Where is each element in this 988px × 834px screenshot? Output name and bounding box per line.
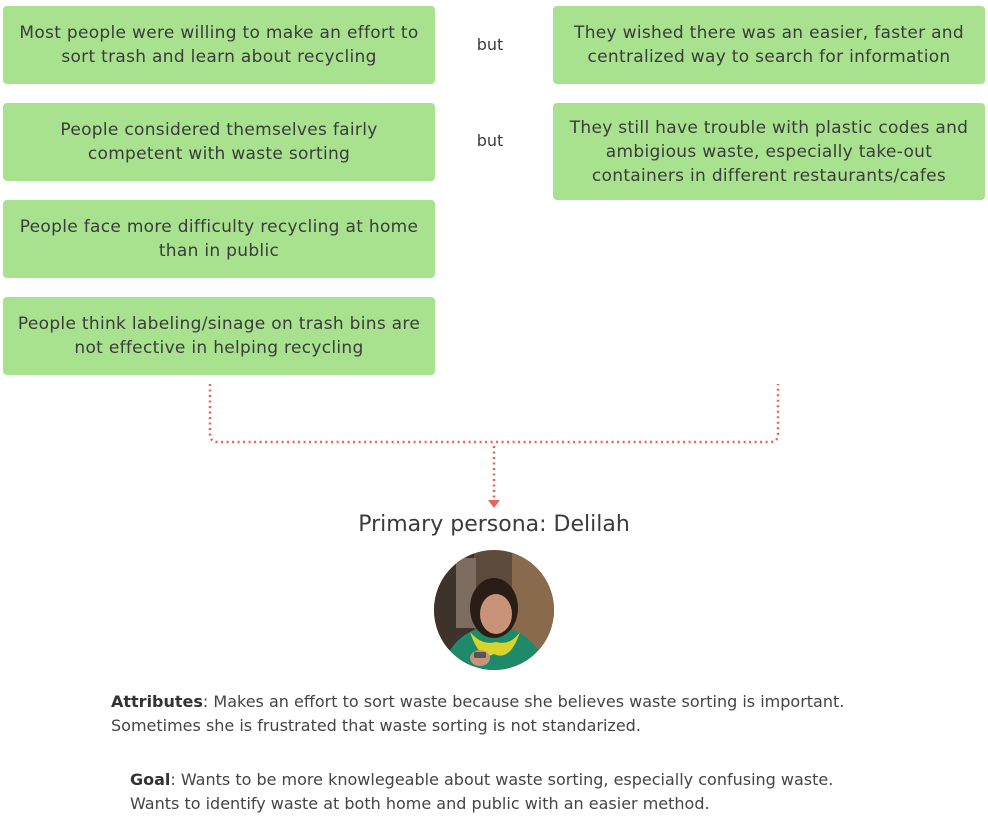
finding-box-4-left: People think labeling/sinage on trash bi… <box>3 297 435 375</box>
attributes-label: Attributes <box>111 692 203 711</box>
connector-bracket <box>208 384 780 444</box>
persona-goal: Goal: Wants to be more knowlegeable abou… <box>130 768 870 816</box>
finding-box-3-left: People face more difficulty recycling at… <box>3 200 435 278</box>
finding-box-1-left: Most people were willing to make an effo… <box>3 6 435 84</box>
finding-box-1-right: They wished there was an easier, faster … <box>553 6 985 84</box>
connector-arrowhead <box>488 500 500 508</box>
attributes-text: : Makes an effort to sort waste because … <box>111 692 845 735</box>
persona-photo-icon <box>434 550 554 670</box>
but-connector-2: but <box>476 131 504 150</box>
goal-text: : Wants to be more knowlegeable about wa… <box>130 770 834 813</box>
goal-label: Goal <box>130 770 171 789</box>
dotted-connector <box>208 384 780 508</box>
but-connector-1: but <box>476 35 504 54</box>
persona-title: Primary persona: Delilah <box>358 512 630 537</box>
finding-box-2-left: People considered themselves fairly comp… <box>3 103 435 181</box>
finding-box-2-right: They still have trouble with plastic cod… <box>553 103 985 200</box>
persona-attributes: Attributes: Makes an effort to sort wast… <box>111 690 881 738</box>
